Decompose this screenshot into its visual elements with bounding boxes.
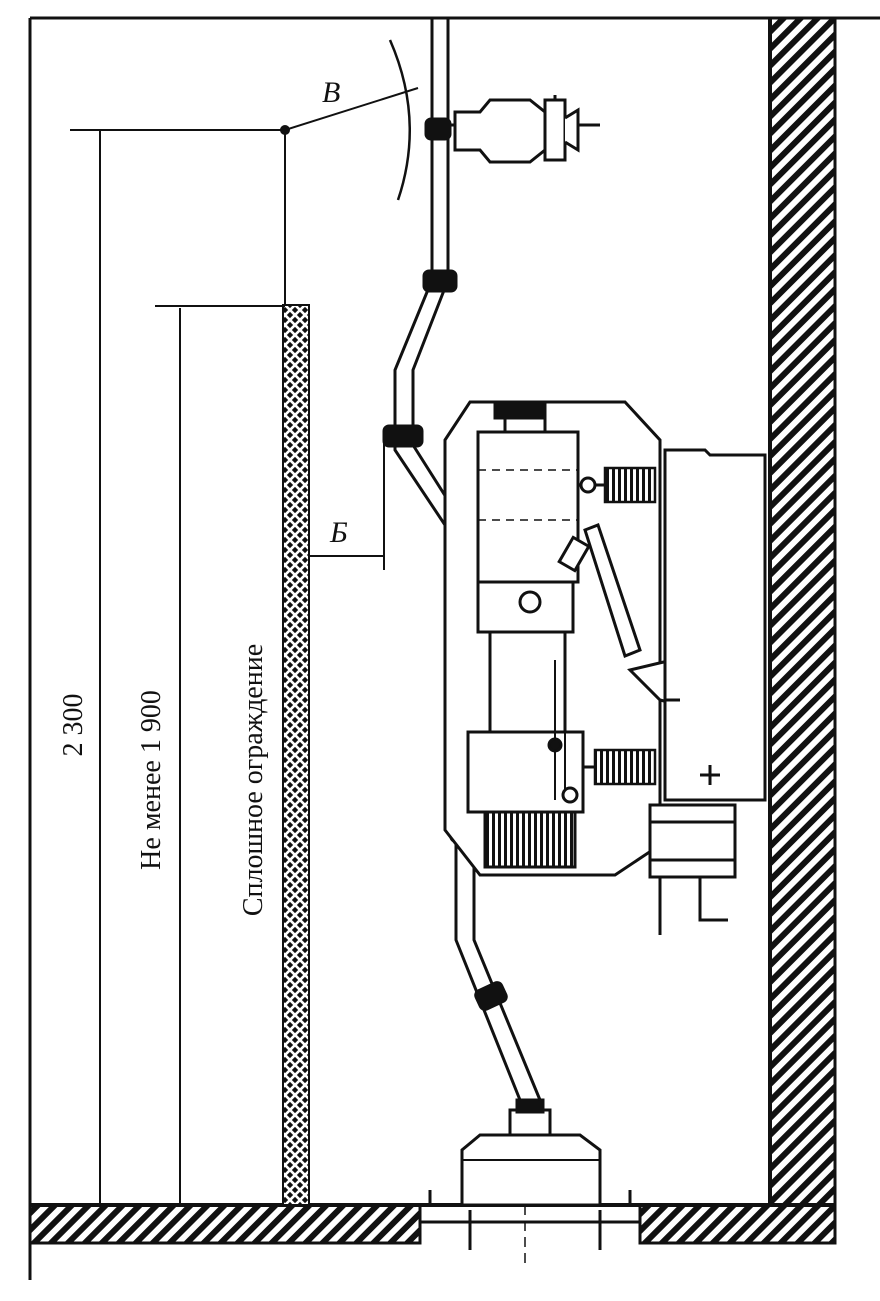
insulator-links	[578, 476, 605, 769]
clearance-v-label: В	[322, 76, 340, 109]
solid-fence	[282, 304, 310, 1206]
terminal-box	[648, 803, 737, 935]
right-wall	[768, 16, 837, 1235]
floor-channel	[418, 1190, 642, 1265]
top-insulator	[448, 95, 600, 164]
bottom-bushing-unit	[460, 1098, 602, 1207]
breaker-insulators	[593, 466, 657, 786]
dim-min-height: Не менее 1 900	[136, 690, 167, 870]
dim-overall-height: 2 300	[58, 694, 89, 757]
floor	[28, 1203, 837, 1245]
drive-cabinet	[663, 448, 767, 802]
busbar-clamps	[382, 117, 508, 1011]
clearance-b-label: Б	[329, 516, 348, 549]
solid-fence-label: Сплошное ограждение	[238, 644, 269, 916]
clearance-arc	[388, 39, 411, 201]
frame-lines	[28, 16, 880, 1280]
dimension-lines	[70, 87, 419, 1205]
labels: 2 300 Не менее 1 900 Сплошное ограждение…	[58, 76, 348, 916]
circuit-breaker	[466, 403, 585, 869]
